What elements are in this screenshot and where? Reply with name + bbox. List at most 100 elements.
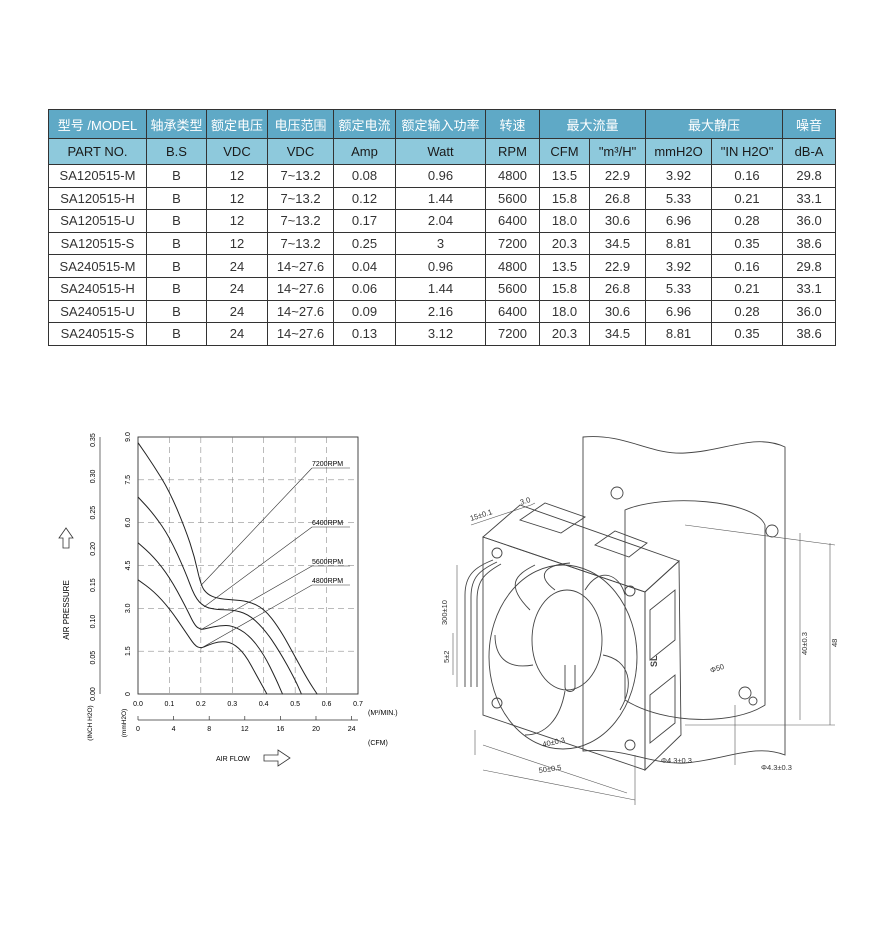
table-cell: 8.81: [645, 322, 713, 346]
table-cell: 38.6: [782, 322, 837, 346]
table-cell: 12: [206, 186, 268, 211]
side-vent: [649, 589, 676, 661]
table-cell: 6400: [485, 209, 540, 233]
table-cell: 22.9: [588, 254, 647, 278]
table-cell: 18.0: [539, 209, 590, 233]
unit-amp: Amp: [333, 138, 396, 165]
table-cell: 38.6: [782, 231, 837, 256]
y-unit-mm: (mmH2O): [121, 709, 128, 738]
fan-blade: [543, 562, 571, 591]
y-tick-label: 4.5: [125, 561, 132, 571]
panel-cutout: [624, 500, 766, 720]
header-rated-power: 额定输入功率: [395, 109, 486, 139]
table-cell: 0.06: [333, 276, 396, 301]
header-rated-current: 额定电流: [333, 109, 396, 139]
table-cell: 8.81: [645, 231, 713, 256]
fan-hub: [531, 589, 603, 691]
hub-slot: [564, 665, 576, 692]
leader-line: [200, 467, 313, 586]
table-cell: 0.09: [333, 299, 396, 324]
table-cell: 7200: [485, 231, 540, 256]
table-cell: 24: [206, 276, 268, 301]
series-label: 6400RPM: [312, 520, 343, 527]
table-cell: 18.0: [539, 299, 590, 324]
table-cell: 0.16: [711, 254, 784, 278]
y-unit-inch: (INCH H2O): [87, 705, 94, 740]
leader-line: [200, 584, 313, 649]
dim-hole-a: Φ4.3±0.3: [661, 756, 692, 765]
cfm-tick-label: 20: [312, 726, 320, 733]
frame-hole-icon: [491, 547, 503, 559]
table-cell: 0.13: [333, 322, 396, 346]
x-unit-m3: (M³/MIN.): [368, 710, 398, 717]
fan-blade: [602, 654, 629, 711]
table-cell: 0.35: [711, 322, 784, 346]
chart-curves: [137, 442, 318, 695]
lead-wire: [470, 561, 498, 687]
x-tick-label: 0.4: [259, 701, 269, 708]
unit-m3h: "m³/H": [588, 138, 647, 165]
table-cell: 20.3: [539, 231, 590, 256]
table-cell: 4800: [485, 254, 540, 278]
vent-slot: [594, 530, 648, 558]
table-cell: 0.28: [711, 209, 784, 233]
dim-48: 48: [830, 639, 839, 647]
table-cell: B: [146, 164, 207, 188]
fan-mechanical-drawing: 15±0.1 3.0 300±10 5±2 40±0.3 50±0.5 Φ4.3…: [440, 436, 839, 805]
table-cell: 0.35: [711, 231, 784, 256]
header-rated-voltage: 额定电压: [206, 109, 268, 139]
cfm-tick-label: 0: [136, 726, 140, 733]
table-cell: 29.8: [782, 164, 837, 188]
table-cell: 0.16: [711, 164, 784, 188]
unit-mmh2o: mmH2O: [645, 138, 713, 165]
table-cell: 12: [206, 209, 268, 233]
y-tick-inch-label: 0.35: [90, 433, 97, 447]
header-row-en: PART NO. B.S VDC VDC Amp Watt RPM CFM "m…: [48, 138, 837, 165]
table-cell: 12: [206, 164, 268, 188]
table-cell: 3.92: [645, 254, 713, 278]
table-cell: 24: [206, 254, 268, 278]
table-cell: 15.8: [539, 186, 590, 211]
fan-ring: [488, 564, 638, 750]
y-tick-label: 0: [125, 692, 132, 696]
table-cell: 6.96: [645, 299, 713, 324]
table-cell: B: [146, 299, 207, 324]
table-cell: 1.44: [395, 186, 486, 211]
table-cell: B: [146, 276, 207, 301]
x-unit-cfm: (CFM): [368, 740, 388, 747]
table-cell: 0.04: [333, 254, 396, 278]
dim-3: 3.0: [519, 495, 532, 507]
table-cell: 14~27.6: [267, 299, 334, 324]
table-cell: 0.08: [333, 164, 396, 188]
table-cell: 0.21: [711, 186, 784, 211]
dim-40-panel: 40±0.3: [800, 632, 809, 655]
panel-hole-icon: [765, 524, 779, 538]
table-cell: 24: [206, 299, 268, 324]
frame-hole-icon: [624, 585, 636, 597]
unit-cfm: CFM: [539, 138, 590, 165]
x-tick-label: 0.5: [290, 701, 300, 708]
side-vent: [649, 674, 676, 744]
up-arrow-icon: [58, 527, 74, 549]
table-cell: 5600: [485, 186, 540, 211]
frame-hole-icon: [491, 697, 503, 709]
vent-slot: [518, 502, 587, 534]
dim-300: 300±10: [440, 600, 449, 625]
table-cell: 5600: [485, 276, 540, 301]
cfm-tick-label: 8: [207, 726, 211, 733]
table-cell: 26.8: [588, 186, 647, 211]
table-cell: 14~27.6: [267, 276, 334, 301]
y-tick-inch-label: 0.05: [90, 651, 97, 665]
y-axis-label: AIR PRESSURE: [62, 580, 71, 640]
table-cell: 1.44: [395, 276, 486, 301]
y-tick-inch-label: 0.30: [90, 469, 97, 483]
table-cell: 36.0: [782, 209, 837, 233]
y-tick-label: 9.0: [125, 432, 132, 442]
